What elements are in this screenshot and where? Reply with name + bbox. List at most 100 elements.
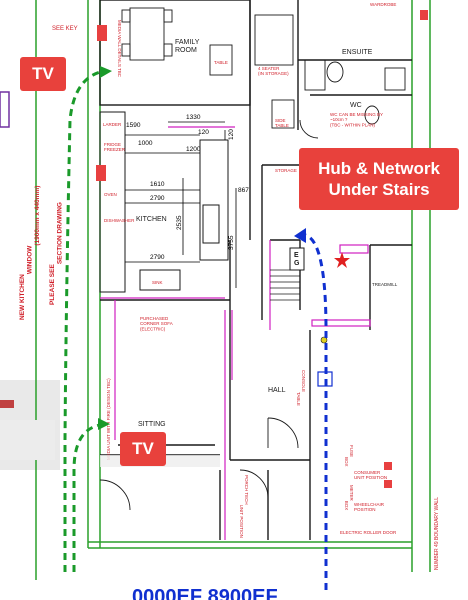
internal-walls	[99, 0, 412, 540]
room-label-ensuite: ENSUITE	[342, 49, 373, 56]
dim-120-vertical: 120	[228, 129, 235, 140]
four-seater-label-line: (IN STORAGE)	[258, 71, 289, 76]
side-table-label-line: TABLE	[275, 123, 289, 128]
dim-1200: 1200	[186, 146, 201, 153]
room-label-family-line: FAMILY	[175, 39, 200, 46]
see-key-label: SEE KEY	[52, 26, 78, 32]
fridge-label-line: FREEZER	[104, 147, 126, 152]
room-label-hall: HALL	[268, 387, 286, 394]
wardrobe-label: WARDROBE	[370, 2, 396, 7]
kitchen-counters	[99, 111, 229, 293]
consumer-unit-label-line: CONSUMER	[354, 470, 381, 475]
hatched-blocks	[96, 10, 428, 488]
light-icon	[320, 336, 328, 344]
eg-badge-text-line: G	[294, 260, 300, 267]
tv-callout-top: TV	[20, 57, 66, 91]
room-label-sitting: SITTING	[138, 421, 166, 428]
dim-2535: 2535	[176, 215, 183, 230]
meter-box-label: METERBOX	[344, 485, 354, 510]
dim-1330: 1330	[186, 114, 201, 121]
fuse-box-label-line: BOX	[344, 457, 349, 467]
side-table-label-line: SIDE	[275, 118, 286, 123]
tv-callout-top-text: TV	[32, 64, 54, 83]
console-table-label-line: CONSOLE	[301, 370, 306, 392]
blurred-area-left	[0, 420, 55, 460]
wheelchair-label-line: POSITION	[354, 507, 376, 512]
table-label: TABLE	[214, 60, 228, 65]
room-label-treadmill: TREADMILL	[372, 282, 398, 287]
dim-2790-bottom: 2790	[150, 254, 165, 261]
sofa-label-line: CORNER SOFA	[140, 321, 173, 326]
red-marker	[0, 400, 14, 408]
porch-unit-label: PORCH TECHUNIT POSITION	[239, 475, 249, 538]
wc-note-line: (TBC - WITHIN PLAN)	[330, 122, 375, 127]
hub-network-callout: Hub & Network Under Stairs	[299, 148, 459, 210]
tv-callout-bottom: TV	[120, 432, 166, 466]
porch-unit-label-line: PORCH TECH	[244, 475, 249, 505]
room-label-kitchen: KITCHEN	[136, 216, 167, 223]
new-kitchen-window-label-line: (1900mm x 440mm)	[34, 186, 41, 246]
media-unit-label: MEDIA UNIT WITH FIRE (DESIGN TBC)	[106, 378, 111, 460]
bathroom-fixtures	[304, 59, 406, 125]
four-seater-label: 4 SEATER(IN STORAGE)	[258, 66, 289, 76]
boundary-wall-label: NUMBER 49 BOUNDARY WALL	[434, 497, 440, 570]
dim-120: 120	[198, 129, 209, 136]
console-table-label: CONSOLETABLE	[296, 370, 306, 406]
dim-867: 867	[238, 187, 249, 194]
new-kitchen-window-label-line: NEW KITCHEN	[19, 274, 26, 320]
oven-label: OVEN	[104, 192, 117, 197]
room-label-wc: WC	[350, 102, 362, 109]
dim-3755: 3755	[228, 235, 235, 250]
door-swings	[99, 119, 319, 511]
dimension-lines	[125, 121, 237, 288]
green-arrowhead-bottom	[98, 418, 110, 430]
new-kitchen-window-label: NEW KITCHENWINDOW(1900mm x 440mm)	[19, 186, 41, 320]
wc-note: WC CAN BE MISSING BY~10cm ?(TBC - WITHIN…	[330, 112, 383, 127]
blue-arrowhead	[294, 228, 306, 243]
wheelchair-label-line: WHEELCHAIR	[354, 502, 385, 507]
purple-marker	[0, 91, 10, 128]
dim-1000: 1000	[138, 140, 153, 147]
meter-box-label-line: METER	[349, 485, 354, 502]
dishwasher-label: DISHWASHER	[104, 218, 135, 223]
dim-2790-top: 2790	[150, 195, 165, 202]
dimension-labels: 1330 1590 120 1000 1200 1610 2790 2535 3…	[126, 114, 249, 261]
larder-label: LARDER	[103, 122, 122, 127]
dining-set	[121, 7, 295, 129]
console-table-label-line: TABLE	[296, 392, 301, 406]
media-wall-label: MEDIA WALL DETAILS TBC	[117, 20, 122, 78]
network-cable-route-blue	[304, 233, 328, 590]
roller-door-label: ELECTRIC ROLLER DOOR	[340, 530, 397, 535]
hub-star-icon	[334, 252, 350, 268]
dim-1590: 1590	[126, 122, 141, 129]
wc-note-line: WC CAN BE MISSING BY	[330, 112, 383, 117]
outer-walls	[35, 0, 431, 580]
stairs	[270, 269, 300, 301]
eg-badge	[289, 247, 305, 271]
four-seater-label-line: 4 SEATER	[258, 66, 280, 71]
sofa-label-line: PURCHASED	[140, 316, 169, 321]
meter-box-label-line: BOX	[344, 501, 349, 511]
room-label-family-line: ROOM	[175, 47, 197, 54]
hub-network-callout-text: Hub & Network Under Stairs	[318, 159, 440, 199]
dim-1610: 1610	[150, 181, 165, 188]
consumer-unit-label-line: UNIT POSITION	[354, 475, 387, 480]
sofa-label-line: (ELECTRIC)	[140, 326, 166, 331]
green-arrowhead-top	[100, 66, 112, 78]
please-see-label-line: SECTION DRAWING	[56, 202, 63, 264]
fridge-label-line: FRIDGE	[104, 142, 121, 147]
sink-label: SINK	[152, 280, 163, 285]
fuse-box-label-line: FUSE	[349, 445, 354, 457]
please-see-label-line: PLEASE SEE	[49, 264, 56, 305]
porch-unit-label-line: UNIT POSITION	[239, 505, 244, 538]
magenta-lines	[100, 126, 371, 540]
eg-badge-text-line: E	[294, 252, 299, 259]
tv-callout-bottom-text: TV	[132, 439, 154, 458]
